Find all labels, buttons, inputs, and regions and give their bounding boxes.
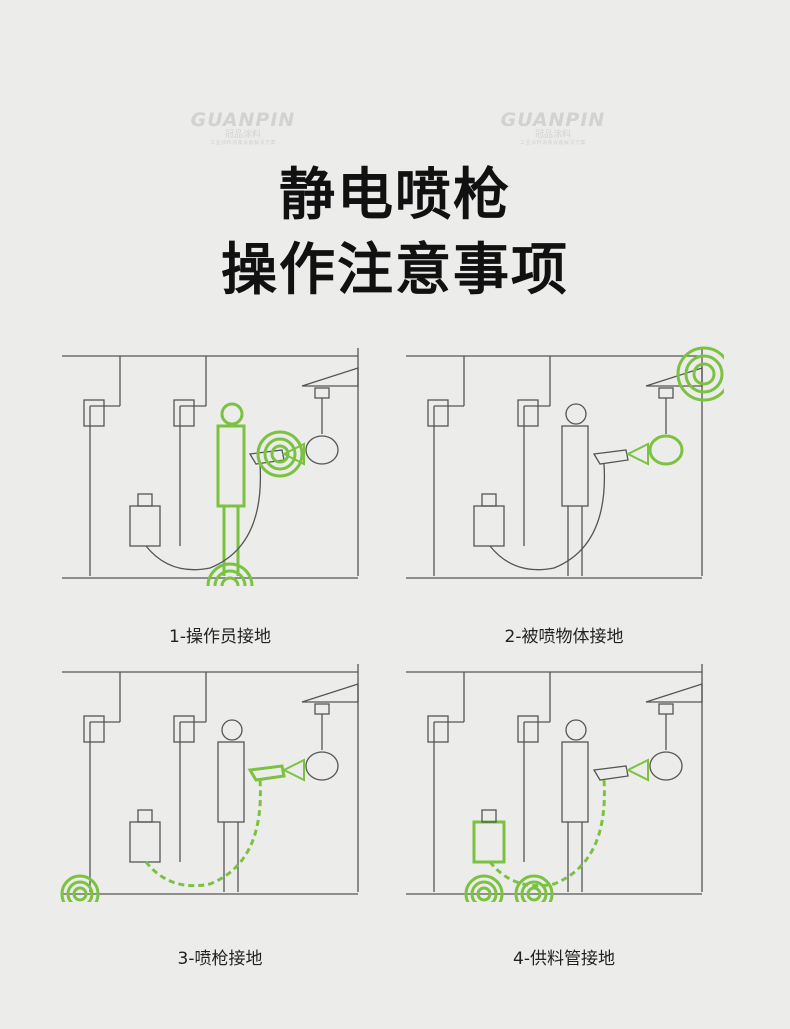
pump-top bbox=[137, 809, 153, 823]
watermark-sub: 工业涂料涂装设备解决方案 bbox=[209, 140, 276, 146]
operator-head bbox=[221, 719, 243, 741]
ground-ring-gun-ground-2 bbox=[60, 874, 100, 902]
conveyor-hook bbox=[658, 387, 674, 399]
page-title-line2: 操作注意事项 bbox=[221, 238, 569, 303]
ground-ring-operator-0 bbox=[220, 576, 240, 586]
air-pipe-left bbox=[433, 672, 465, 892]
ground-ring-gun-1 bbox=[263, 437, 297, 471]
ground-ring-hose-2 bbox=[464, 874, 504, 902]
watermark-cn: 冠品涂料 bbox=[534, 130, 571, 140]
workpiece bbox=[649, 751, 683, 781]
pump-top bbox=[137, 493, 153, 507]
ground-ring-hose-2-2 bbox=[514, 874, 554, 902]
air-pipe-left bbox=[89, 356, 121, 576]
watermark-top-left: GUANPIN 冠品涂料 工业涂料涂装设备解决方案 bbox=[188, 110, 298, 147]
spray-gun bbox=[247, 764, 286, 782]
spray-setup-diagram bbox=[406, 664, 703, 902]
spray-setup-diagram bbox=[60, 664, 359, 902]
air-regulator-center bbox=[517, 715, 539, 743]
pump-body bbox=[472, 820, 506, 864]
spray-setup-diagram bbox=[406, 346, 724, 579]
caption-workpiece-ground: 2-被喷物体接地 bbox=[504, 627, 624, 647]
air-regulator-center bbox=[173, 715, 195, 743]
air-regulator-left bbox=[83, 715, 105, 743]
spray-gun bbox=[592, 449, 629, 465]
watermark-cn: 冠品涂料 bbox=[224, 130, 261, 140]
ground-ring-hose-1 bbox=[470, 880, 498, 902]
conveyor-hook bbox=[658, 703, 674, 715]
diagram-panel-workpiece-ground bbox=[404, 346, 724, 586]
page-title-line1: 静电喷枪 bbox=[279, 163, 511, 228]
caption-operator-ground: 1-操作员接地 bbox=[169, 627, 271, 647]
conveyor-hood bbox=[645, 683, 703, 703]
watermark-top-right: GUANPIN 冠品涂料 工业涂料涂装设备解决方案 bbox=[498, 110, 608, 147]
conveyor-hook bbox=[314, 387, 330, 399]
air-pipe-left bbox=[433, 356, 465, 576]
spray-fan bbox=[625, 758, 649, 782]
operator-body bbox=[216, 424, 246, 508]
pump-top bbox=[481, 809, 497, 823]
air-pipe-left bbox=[89, 672, 121, 892]
ground-ring-workpiece-0 bbox=[692, 362, 716, 386]
ground-ring-gun-ground-1 bbox=[66, 880, 94, 902]
conveyor-hood bbox=[645, 367, 703, 387]
air-pipe-center bbox=[179, 672, 207, 862]
ground-ring-hose-0 bbox=[476, 886, 492, 902]
operator-body bbox=[561, 425, 589, 507]
diagram-panel-operator-ground bbox=[60, 346, 380, 586]
operator-head bbox=[565, 719, 587, 741]
diagram-panel-spray-gun-ground bbox=[60, 662, 380, 902]
conveyor-hood bbox=[301, 367, 359, 387]
air-pipe-center bbox=[523, 356, 551, 546]
ground-ring-workpiece-1 bbox=[684, 354, 724, 394]
supply-hose bbox=[145, 463, 262, 571]
pump-top bbox=[481, 493, 497, 507]
workpiece bbox=[648, 434, 684, 466]
diagram-panel-supply-hose-ground bbox=[404, 662, 724, 902]
spray-setup-diagram bbox=[62, 348, 359, 586]
pump-body bbox=[473, 505, 505, 547]
ground-ring-gun-0 bbox=[270, 444, 290, 464]
spray-gun bbox=[592, 765, 629, 781]
supply-hose bbox=[144, 779, 262, 888]
supply-hose bbox=[488, 779, 606, 888]
caption-supply-hose-ground: 4-供料管接地 bbox=[513, 949, 615, 969]
pump-body bbox=[129, 505, 161, 547]
spray-fan bbox=[281, 758, 305, 782]
air-regulator-center bbox=[517, 399, 539, 427]
air-pipe-center bbox=[523, 672, 551, 862]
air-pipe-center bbox=[179, 356, 207, 546]
ground-ring-operator-2 bbox=[206, 562, 254, 586]
ground-ring-gun-ground-0 bbox=[72, 886, 88, 902]
air-regulator-left bbox=[427, 399, 449, 427]
operator-head bbox=[565, 403, 587, 425]
watermark-sub: 工业涂料涂装设备解决方案 bbox=[519, 140, 586, 146]
operator-head bbox=[220, 402, 244, 426]
supply-hose bbox=[489, 463, 606, 571]
ground-ring-workpiece-2 bbox=[676, 346, 724, 402]
watermark-brand: GUANPIN bbox=[500, 109, 606, 131]
air-regulator-left bbox=[427, 715, 449, 743]
workpiece bbox=[305, 435, 339, 465]
operator-body bbox=[217, 741, 245, 823]
watermark-brand: GUANPIN bbox=[190, 109, 296, 131]
ground-ring-hose-2-1 bbox=[520, 880, 548, 902]
air-regulator-center bbox=[173, 399, 195, 427]
ground-ring-operator-1 bbox=[213, 569, 247, 586]
caption-spray-gun-ground: 3-喷枪接地 bbox=[177, 949, 263, 969]
workpiece bbox=[305, 751, 339, 781]
spray-fan bbox=[625, 442, 649, 466]
conveyor-hook bbox=[314, 703, 330, 715]
air-regulator-left bbox=[83, 399, 105, 427]
conveyor-hood bbox=[301, 683, 359, 703]
pump-body bbox=[129, 821, 161, 863]
ground-ring-hose-2-0 bbox=[526, 886, 542, 902]
operator-body bbox=[561, 741, 589, 823]
ground-ring-gun-2 bbox=[256, 430, 304, 478]
